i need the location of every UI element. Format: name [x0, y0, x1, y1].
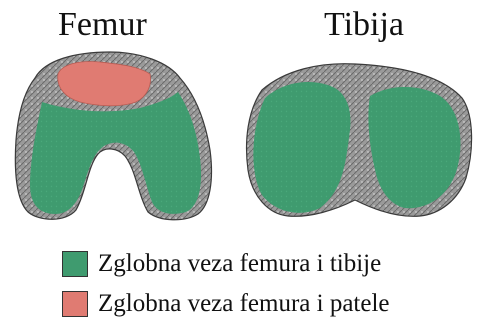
legend-item-tibiofemoral: Zglobna veza femura i tibije — [62, 244, 390, 284]
legend-label: Zglobna veza femura i patele — [98, 290, 390, 318]
legend-swatch-green — [62, 251, 88, 277]
femur-bone — [15, 52, 211, 220]
tibia-bone — [247, 64, 472, 217]
legend-item-patellofemoral: Zglobna veza femura i patele — [62, 284, 390, 324]
legend-swatch-red — [62, 291, 88, 317]
legend-label: Zglobna veza femura i tibije — [98, 250, 381, 278]
legend: Zglobna veza femura i tibije Zglobna vez… — [62, 244, 390, 324]
